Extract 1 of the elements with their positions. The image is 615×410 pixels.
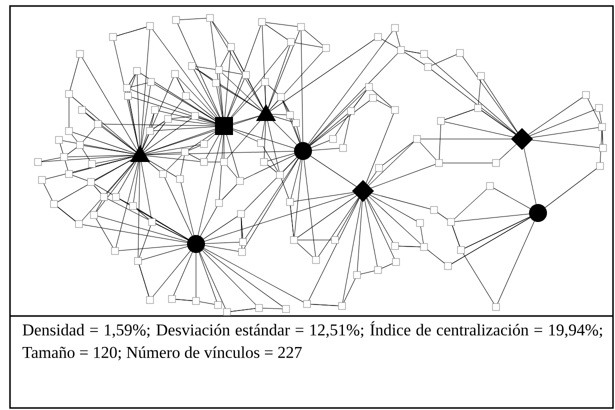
caption: Densidad = 1,59%; Desviación estándar = 12,51%; Índice de centralización = 19,94%; Tamaño = 120; Número de vínculos = 227 bbox=[22, 321, 602, 360]
